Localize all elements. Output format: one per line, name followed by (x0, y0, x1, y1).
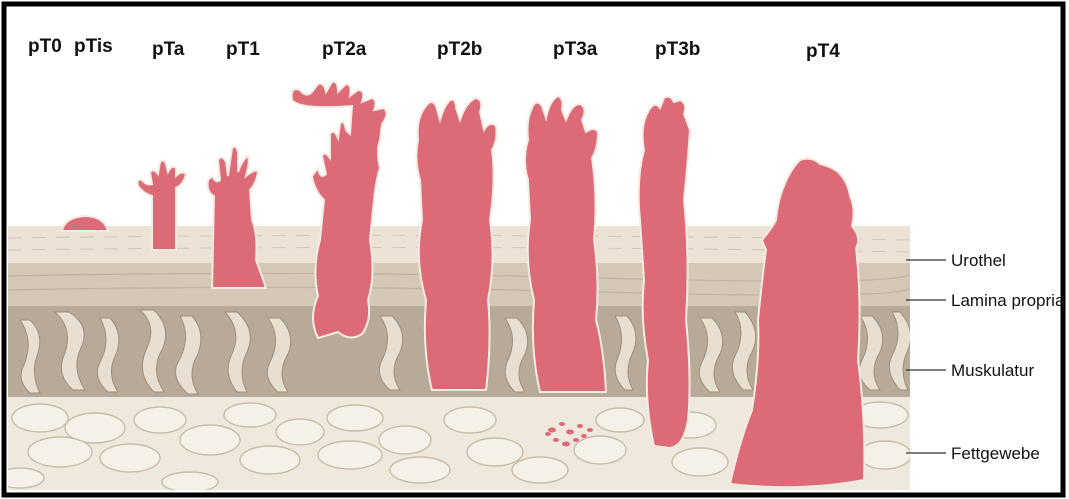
layer-label-lamina-propria: Lamina propria (951, 291, 1065, 310)
stage-label-pt3a: pT3a (553, 39, 598, 60)
stage-label-pt1: pT1 (226, 39, 260, 60)
stage-label-pt2a: pT2a (322, 39, 367, 60)
tumor-pt3a (525, 96, 606, 392)
stage-label-pt0: pT0 (28, 36, 62, 57)
layer-label-fettgewebe: Fettgewebe (951, 444, 1040, 463)
layer-label-urothel: Urothel (951, 251, 1006, 270)
stage-label-pt2b: pT2b (437, 39, 482, 60)
tumor-pt2b (416, 98, 496, 390)
tumor-pt3b (639, 97, 690, 448)
stage-label-pt4: pT4 (806, 41, 840, 62)
layer-label-muskulatur: Muskulatur (951, 361, 1034, 380)
stage-label-ptis: pTis (74, 36, 113, 57)
stage-label-pta: pTa (152, 39, 185, 60)
stage-label-pt3b: pT3b (655, 39, 700, 60)
